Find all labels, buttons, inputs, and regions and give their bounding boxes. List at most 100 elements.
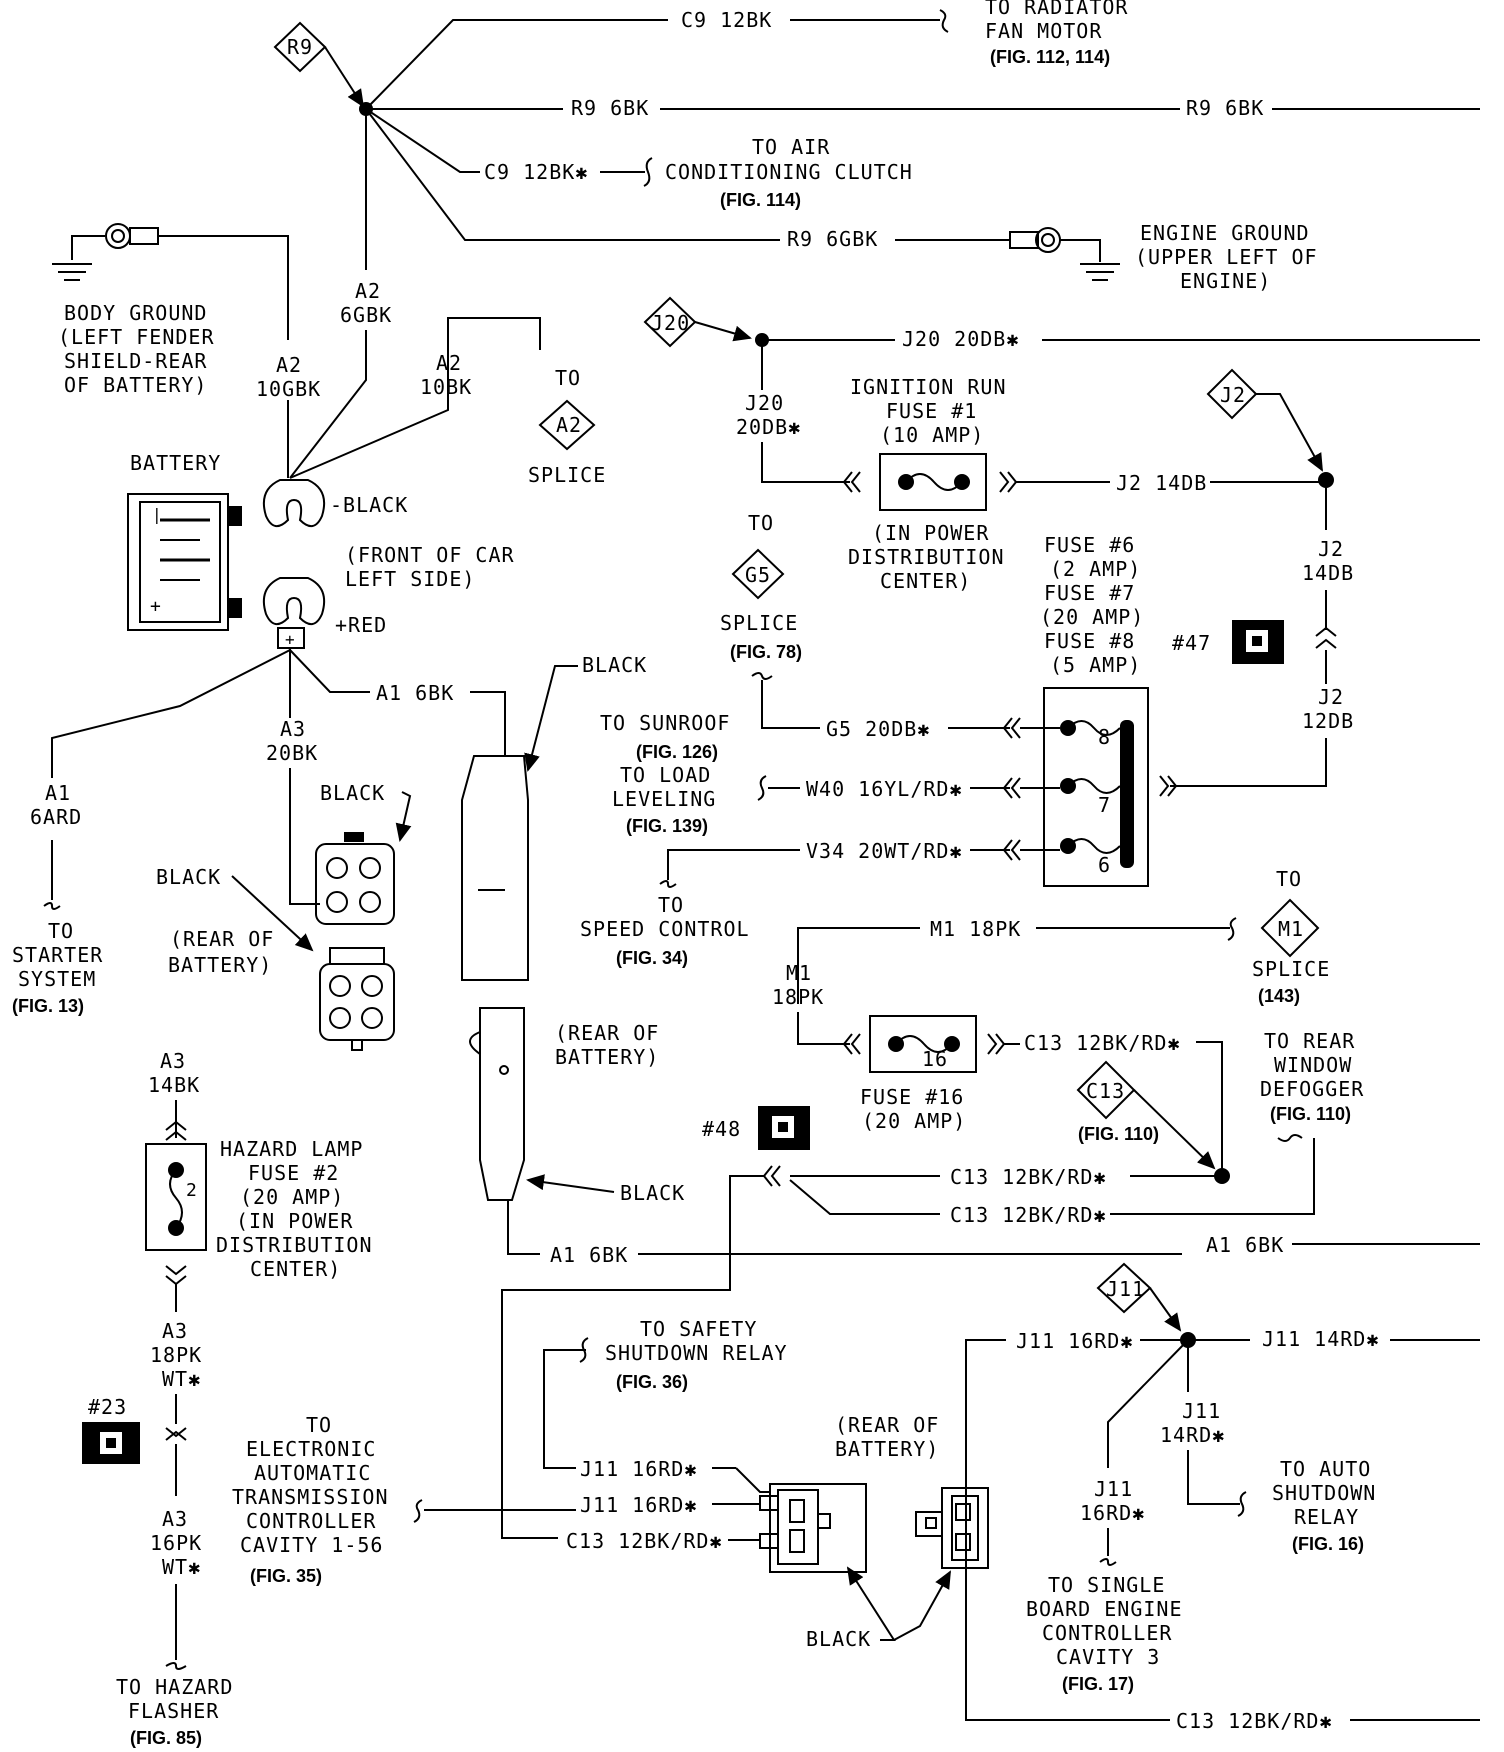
wire-label-spd3: (FIG. 34) <box>616 948 688 968</box>
connector-diamond-g5 <box>731 548 785 600</box>
wire-label-dJ20: J20 <box>651 311 690 335</box>
wire-label-j2v2: 14DB <box>1302 561 1354 585</box>
wire-label-asd1: TO AUTO <box>1280 1457 1371 1481</box>
wire-label-ac3: (FIG. 114) <box>720 190 801 210</box>
svg-text:+: + <box>150 596 162 617</box>
wire-label-c13e: C13 12BK/RD✱ <box>1176 1709 1333 1733</box>
wire-label-rad1: TO RADIATOR <box>985 0 1128 19</box>
wire-label-n8: 8 <box>1098 725 1111 749</box>
wire-label-c13c: C13 12BK/RD✱ <box>950 1203 1107 1227</box>
wire-label-j20v1: J20 <box>745 391 784 415</box>
wire-label-blackE: BLACK <box>806 1627 871 1651</box>
wire-label-a3d2: 16PK <box>150 1531 202 1555</box>
wire-label-red: +RED <box>335 613 387 637</box>
wire-label-def4: (FIG. 110) <box>1270 1104 1351 1124</box>
wire-label-w40: W40 16YL/RD✱ <box>806 777 963 801</box>
wire-label-hz3: (20 AMP) <box>240 1185 344 1209</box>
connector-diamond-m1 <box>1260 898 1320 958</box>
wire-label-asd3: RELAY <box>1294 1505 1359 1529</box>
wire-label-j2v4: 12DB <box>1302 709 1354 733</box>
wire-label-toG5: TO <box>748 511 774 535</box>
wire-label-c23: #23 <box>88 1395 127 1419</box>
wire-label-rear5: (REAR OF <box>835 1413 939 1437</box>
wire-label-pdc3: CENTER) <box>880 569 971 593</box>
wire-label-a2c2: 10BK <box>420 375 472 399</box>
wire-label-eat5: CONTROLLER <box>246 1509 376 1533</box>
wire-label-def3: DEFOGGER <box>1260 1077 1364 1101</box>
wire-label-eat1: TO <box>306 1413 332 1437</box>
wire-label-dM1: M1 <box>1278 917 1304 941</box>
wire-label-sun4: LEVELING <box>612 787 716 811</box>
wire-label-a3b2: 14BK <box>148 1073 200 1097</box>
wire-label-rear2: BATTERY) <box>168 953 272 977</box>
wire-label-asd2: SHUTDOWN <box>1272 1481 1376 1505</box>
wire-label-a2a1: A2 <box>276 353 302 377</box>
svg-text:+: + <box>285 630 296 649</box>
wire-label-f16b: (20 AMP) <box>862 1109 966 1133</box>
wire-label-c13b: C13 12BK/RD✱ <box>950 1165 1107 1189</box>
wire-label-ac2: CONDITIONING CLUTCH <box>665 160 913 184</box>
wire-label-st1: TO <box>48 919 74 943</box>
wire-label-j11d: J11 16RD✱ <box>580 1493 697 1517</box>
wire-label-j2v1: J2 <box>1318 537 1344 561</box>
m1-fuse16-group: M1 18PK M1 TO SPLICE (143) M1 18PK 16 C1… <box>501 867 1364 1539</box>
wire-label-v34: V34 20WT/RD✱ <box>806 839 963 863</box>
wire-label-sun5: (FIG. 139) <box>626 816 708 836</box>
wire-label-blackD: BLACK <box>620 1181 685 1205</box>
fuse-block-group: FUSE #6 (2 AMP) FUSE #7 (20 AMP) FUSE #8… <box>580 511 1178 968</box>
j11-group: J11 J11 14RD✱ J11 16RD✱ C13 12BK/RD✱ J11… <box>232 1262 1480 1733</box>
wire-label-j20top: J20 20DB✱ <box>902 327 1019 351</box>
wire-label-j11a: J11 16RD✱ <box>1016 1329 1133 1353</box>
wire-label-a2a2: 10GBK <box>256 377 321 401</box>
a1-cable-group: BLACK (REAR OF BATTERY) BLACK A1 6BK A1 … <box>461 653 1480 1267</box>
wire-label-n16: 16 <box>922 1047 948 1071</box>
wire-label-sbe2: BOARD ENGINE <box>1026 1597 1183 1621</box>
wire-label-splM1: SPLICE <box>1252 957 1330 981</box>
wire-label-r9a: R9 6BK <box>571 96 649 120</box>
wire-label-dJ2: J2 <box>1220 383 1246 407</box>
wire-label-hz6: CENTER) <box>250 1257 341 1281</box>
wire-label-n2: 2 <box>186 1180 198 1201</box>
body-ground-group: BODY GROUND (LEFT FENDER SHIELD-REAR OF … <box>52 223 605 487</box>
hazard-fuse-group: A3 14BK 2 HAZARD LAMP FUSE #2 (20 AMP) (… <box>82 1049 372 1748</box>
battery-group: BATTERY | + -BLACK (FRONT OF CAR LEFT SI… <box>12 451 515 1016</box>
wire-label-hz1: HAZARD LAMP <box>220 1137 363 1161</box>
wire-label-c9ac: C9 12BK✱ <box>484 160 588 184</box>
wire-label-hf2: FLASHER <box>128 1699 219 1723</box>
wire-label-m1v2: 18PK <box>772 985 824 1009</box>
wire-label-j11v2: 14RD✱ <box>1160 1423 1225 1447</box>
wire-label-sbe1: TO SINGLE <box>1048 1573 1165 1597</box>
wire-label-a1a: A1 6BK <box>376 681 454 705</box>
ignition-fuse-group: J20 J20 20DB✱ J20 20DB✱ IGNITION RUN FUS… <box>643 296 1480 787</box>
wire-label-sun2: (FIG. 126) <box>636 742 718 762</box>
wire-label-a3c3: WT✱ <box>162 1367 201 1391</box>
wire-label-fz2: (2 AMP) <box>1050 557 1141 581</box>
wire-label-a2b2: 6GBK <box>340 303 392 327</box>
wire-label-pdc1: (IN POWER <box>872 521 989 545</box>
wire-label-rad2: FAN MOTOR <box>985 19 1102 43</box>
wire-label-toM1: TO <box>1276 867 1302 891</box>
wire-label-j11w1: J11 <box>1094 1477 1133 1501</box>
wire-label-c9top: C9 12BK <box>681 8 772 32</box>
wire-label-pdc2: DISTRIBUTION <box>848 545 1005 569</box>
wire-label-j11b: J11 14RD✱ <box>1262 1327 1379 1351</box>
wire-label-eat4: TRANSMISSION <box>232 1485 389 1509</box>
wire-label-a3b1: A3 <box>160 1049 186 1073</box>
wire-label-ssr3: (FIG. 36) <box>616 1372 688 1392</box>
wire-label-c47: #47 <box>1172 631 1211 655</box>
wire-label-j11w2: 16RD✱ <box>1080 1501 1145 1525</box>
wire-label-sun3: TO LOAD <box>620 763 711 787</box>
r9-splice-group: R9 C9 12BK TO RADIATOR FAN MOTOR (FIG. 1… <box>273 0 1480 479</box>
wire-label-blackA: BLACK <box>320 781 385 805</box>
wire-label-splG5: SPLICE <box>720 611 798 635</box>
wire-label-eg3: ENGINE) <box>1180 269 1271 293</box>
wire-label-front1: (FRONT OF CAR <box>345 543 515 567</box>
wire-label-a1b2: 6ARD <box>30 805 82 829</box>
wire-label-sbe3: CONTROLLER <box>1042 1621 1172 1645</box>
wire-label-ac1: TO AIR <box>752 135 830 159</box>
wire-label-c13a: C13 12BK/RD✱ <box>1024 1031 1181 1055</box>
wire-label-n7: 7 <box>1098 793 1111 817</box>
wire-label-def1: TO REAR <box>1264 1029 1355 1053</box>
wire-label-figC13: (FIG. 110) <box>1078 1124 1159 1144</box>
